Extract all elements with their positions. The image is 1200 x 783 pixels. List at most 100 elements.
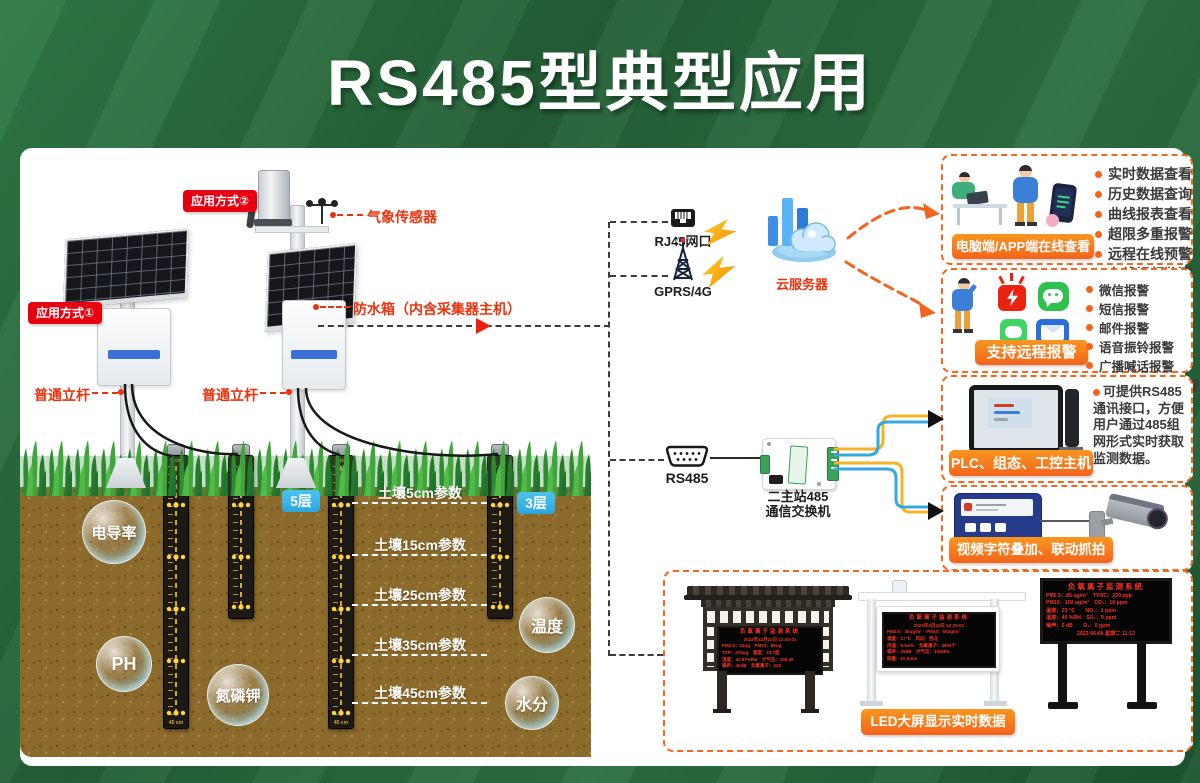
camera-wire xyxy=(1040,520,1092,522)
led-display-white: 负氧离子监测系统 2024年3月22日 12:20:01 PM2.5：30ug/… xyxy=(858,580,1028,708)
layer-badge-5: 5层 xyxy=(282,490,320,512)
led2-title: 负氧离子监测系统 xyxy=(908,615,969,621)
panel1-bullet: 实时数据查看 xyxy=(1108,166,1192,182)
pointer-dash xyxy=(320,306,350,308)
main-data-line xyxy=(318,325,610,327)
bubble-conductivity: 电导率 xyxy=(82,500,146,564)
rs485-wire xyxy=(710,457,762,459)
depth-label: 土壤35cm参数 xyxy=(374,637,466,653)
panel3-description: 可提供RS485通讯接口，方便用户通过485组网形式实时获取监测数据。 xyxy=(1093,384,1185,466)
bubble-moisture: 水分 xyxy=(505,676,559,730)
gprs-label: GPRS/4G xyxy=(654,284,712,299)
switch-label-line1: 二主站485 xyxy=(767,489,829,504)
panel-online-view: 电脑端/APP端在线查看 实时数据查看 历史数据查询 曲线报表查看 超限多重报警… xyxy=(941,154,1193,282)
depth-label: 土壤5cm参数 xyxy=(377,485,463,501)
panel4-label: 视频字符叠加、联动抓拍 xyxy=(949,537,1113,563)
panel1-bullet: 远程在线预警 xyxy=(1108,246,1192,262)
anemometer-icon xyxy=(306,198,338,224)
pole-label-left: 普通立杆 xyxy=(34,387,90,403)
rain-gauge xyxy=(258,170,290,222)
station2-box-strip xyxy=(291,350,337,359)
station1-waterproof-box xyxy=(97,308,171,386)
station2-waterproof-box xyxy=(282,300,346,390)
bracket-branch-led xyxy=(610,654,663,656)
waterproof-box-label: 防水箱（内含采集器主机） xyxy=(353,301,521,317)
layer-badge-3: 3层 xyxy=(517,492,555,514)
depth-label: 土壤15cm参数 xyxy=(374,537,466,553)
bubble-temperature: 温度 xyxy=(519,597,575,653)
panel3-label: PLC、组态、工控主机 xyxy=(949,450,1093,476)
panel1-bullet: 历史数据查询 xyxy=(1108,186,1192,202)
gprs-tower-icon xyxy=(673,236,693,281)
soil-probe-5layer-2: 0 cm 45 cm xyxy=(328,455,354,729)
bracket-branch-gprs xyxy=(610,275,668,277)
bubble-ph: PH xyxy=(96,636,152,692)
station1-box-strip xyxy=(108,350,160,359)
panel2-label: 支持远程报警 xyxy=(975,340,1088,365)
depth-line-5cm xyxy=(352,502,487,504)
rs485-connector-icon xyxy=(665,445,709,467)
led-screen-1: 负氧离子监测系统 2022年12月22日 12:00:01 PM2.5：12ug… xyxy=(717,626,823,675)
seated-person-icon xyxy=(959,172,970,183)
rj45-port-icon xyxy=(671,209,695,227)
wechat-icon xyxy=(1038,282,1069,311)
desk xyxy=(953,204,1007,208)
bracket-branch-rs485 xyxy=(610,459,664,461)
rs485-switch-device xyxy=(760,438,839,490)
panel2-bullet: 邮件报警 xyxy=(1099,322,1150,336)
alarm-light-icon xyxy=(998,285,1026,311)
panel2-bullet: 微信报警 xyxy=(1099,284,1150,298)
station1-mode-badge: 应用方式① xyxy=(28,302,103,324)
data-flow-arrow xyxy=(476,318,491,334)
depth-line-25cm xyxy=(352,604,487,606)
probe-scale-bottom: 45 cm xyxy=(333,720,349,726)
lightning-icon xyxy=(704,218,737,246)
rain-gauge-base xyxy=(254,219,292,226)
panel-remote-alarm: 支持远程报警 微信报警 短信报警 邮件报警 语音振铃报警 广播喊话报警 远程触发… xyxy=(941,268,1199,393)
panel2-bullet: 广播喊话报警 xyxy=(1099,360,1175,374)
weather-sensor-label: 气象传感器 xyxy=(367,209,437,225)
panel2-bullet: 语音振铃报警 xyxy=(1099,341,1175,355)
panel1-label: 电脑端/APP端在线查看 xyxy=(952,234,1094,259)
page-title: RS485型典型应用 xyxy=(327,47,873,119)
sensor-cables xyxy=(123,383,499,458)
panel2-bullet: 短信报警 xyxy=(1099,303,1150,317)
alarm-person-icon xyxy=(958,278,970,290)
station2-crossarm xyxy=(255,226,329,233)
industrial-monitor-icon xyxy=(969,385,1063,453)
pointer-dot xyxy=(330,212,336,218)
pointer-dot xyxy=(118,389,124,395)
led3-title: 负氧离子监测系统 xyxy=(1068,582,1144,591)
led-display-pavilion: 负氧离子监测系统 2022年12月22日 12:00:01 PM2.5：12ug… xyxy=(684,586,853,714)
station2-mode-badge: 应用方式② xyxy=(183,190,258,212)
panel-video-overlay: 视频字符叠加、联动抓拍 xyxy=(941,485,1193,571)
panel-plc-host: PLC、组态、工控主机 可提供RS485通讯接口，方便用户通过485组网形式实时… xyxy=(941,375,1193,483)
led-panel-label: LED大屏显示实时数据 xyxy=(861,709,1015,735)
depth-label: 土壤25cm参数 xyxy=(374,587,466,603)
depth-line-45cm xyxy=(352,702,487,704)
led-display-black: 负氧离子监测系统 PM2.5：85 ug/m³ TVOC：220 ppb PM1… xyxy=(1040,578,1172,714)
hand-icon xyxy=(1046,214,1059,227)
standing-person-icon xyxy=(1019,165,1032,178)
pointer-dash xyxy=(337,214,363,216)
monitor-side-icon xyxy=(1065,389,1079,447)
lightning-icon xyxy=(702,256,736,288)
pointer-dot xyxy=(286,389,292,395)
cloud-server-label: 云服务器 xyxy=(775,277,828,292)
pointer-dash xyxy=(92,392,118,394)
bracket-branch-rj45 xyxy=(610,221,668,223)
bubble-npk: 氮磷钾 xyxy=(207,664,269,726)
led-screen-2: 负氧离子监测系统 2024年3月22日 12:20:01 PM2.5：30ug/… xyxy=(882,612,996,668)
depth-line-15cm xyxy=(352,554,487,556)
pointer-dash xyxy=(260,392,286,394)
depth-line-35cm xyxy=(352,654,487,656)
cloud-server-icon xyxy=(768,198,836,262)
probe-scale-bottom: 45 cm xyxy=(168,720,184,726)
pointer-dot xyxy=(313,304,319,310)
led1-title: 负氧离子监测系统 xyxy=(739,629,800,635)
panel1-bullet: 超限多重报警 xyxy=(1108,226,1192,242)
bracket-vertical xyxy=(608,222,610,656)
led3-footer: 2023-06-06 星期二 11:12 xyxy=(1077,630,1135,637)
panel-led-displays: 负氧离子监测系统 2022年12月22日 12:00:01 PM2.5：12ug… xyxy=(663,570,1193,752)
led-screen-3: 负氧离子监测系统 PM2.5：85 ug/m³ TVOC：220 ppb PM1… xyxy=(1040,578,1172,644)
